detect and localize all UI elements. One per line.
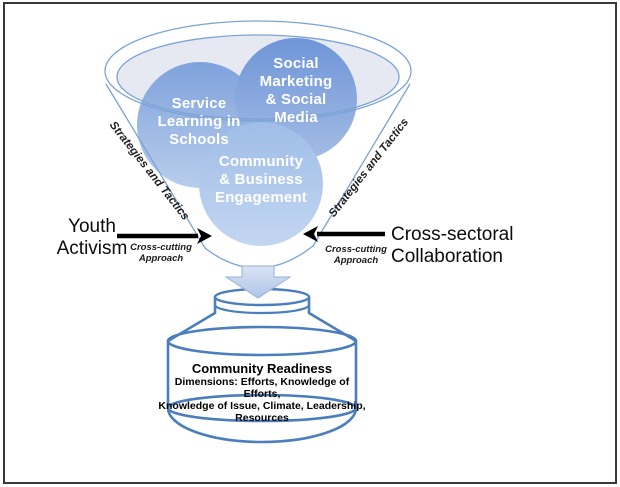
service-learning-line1: Service <box>171 95 227 112</box>
cross-sectoral-line1: Cross-sectoral <box>391 224 514 245</box>
dimensions-line2: Knowledge of Issue, Climate, Leadership, <box>158 400 366 412</box>
youth-activism-label: Youth Activism <box>36 216 148 260</box>
community-business-line1: Community <box>218 153 304 170</box>
cross-sectoral-label: Cross-sectoral Collaboration <box>391 224 561 268</box>
jar-neck-lip <box>213 304 311 315</box>
community-business-label: Community & Business Engagement <box>196 153 326 207</box>
social-marketing-line1: Social <box>273 55 319 72</box>
cross-cutting-right-line1: Cross-cutting <box>325 244 387 255</box>
community-business-line2: & Business <box>219 171 303 188</box>
cross-cutting-right-line2: Approach <box>333 255 379 266</box>
dimensions-line3: Resources <box>235 412 289 424</box>
social-marketing-line3: & Social <box>265 91 327 108</box>
cross-cutting-left-line2: Approach <box>138 253 184 264</box>
cross-sectoral-line2: Collaboration <box>391 246 503 267</box>
community-readiness-label: Community Readiness Dimensions: Efforts,… <box>155 361 369 424</box>
jar-top-band <box>166 325 358 357</box>
cross-cutting-approach-left-label: Cross-cutting Approach <box>119 242 203 264</box>
youth-activism-line1: Youth <box>68 216 116 237</box>
service-learning-line3: Schools <box>169 131 229 148</box>
service-learning-line2: Learning in <box>157 113 241 130</box>
social-marketing-line2: Marketing <box>259 73 333 90</box>
cross-cutting-left-line1: Cross-cutting <box>130 242 192 253</box>
cross-cutting-approach-right-label: Cross-cutting Approach <box>314 244 398 266</box>
funnel-to-jar-arrow-icon <box>224 265 292 299</box>
jar-bottom-band <box>166 393 358 423</box>
youth-activism-line2: Activism <box>56 238 128 259</box>
funnel-inner-rim <box>116 34 400 120</box>
community-business-line3: Engagement <box>214 189 307 206</box>
community-readiness-title: Community Readiness <box>191 361 333 376</box>
social-marketing-label: Social Marketing & Social Media <box>231 55 361 127</box>
cross-sectoral-arrow-icon <box>303 226 385 242</box>
community-business-circle <box>199 122 323 246</box>
youth-activism-arrow-icon <box>117 228 212 244</box>
funnel-outer-rim <box>104 20 412 122</box>
dimensions-line1: Dimensions: Efforts, Knowledge of Effort… <box>174 376 350 400</box>
social-marketing-line4: Media <box>274 109 318 126</box>
jar-body <box>166 295 358 444</box>
service-learning-label: Service Learning in Schools <box>134 95 264 149</box>
